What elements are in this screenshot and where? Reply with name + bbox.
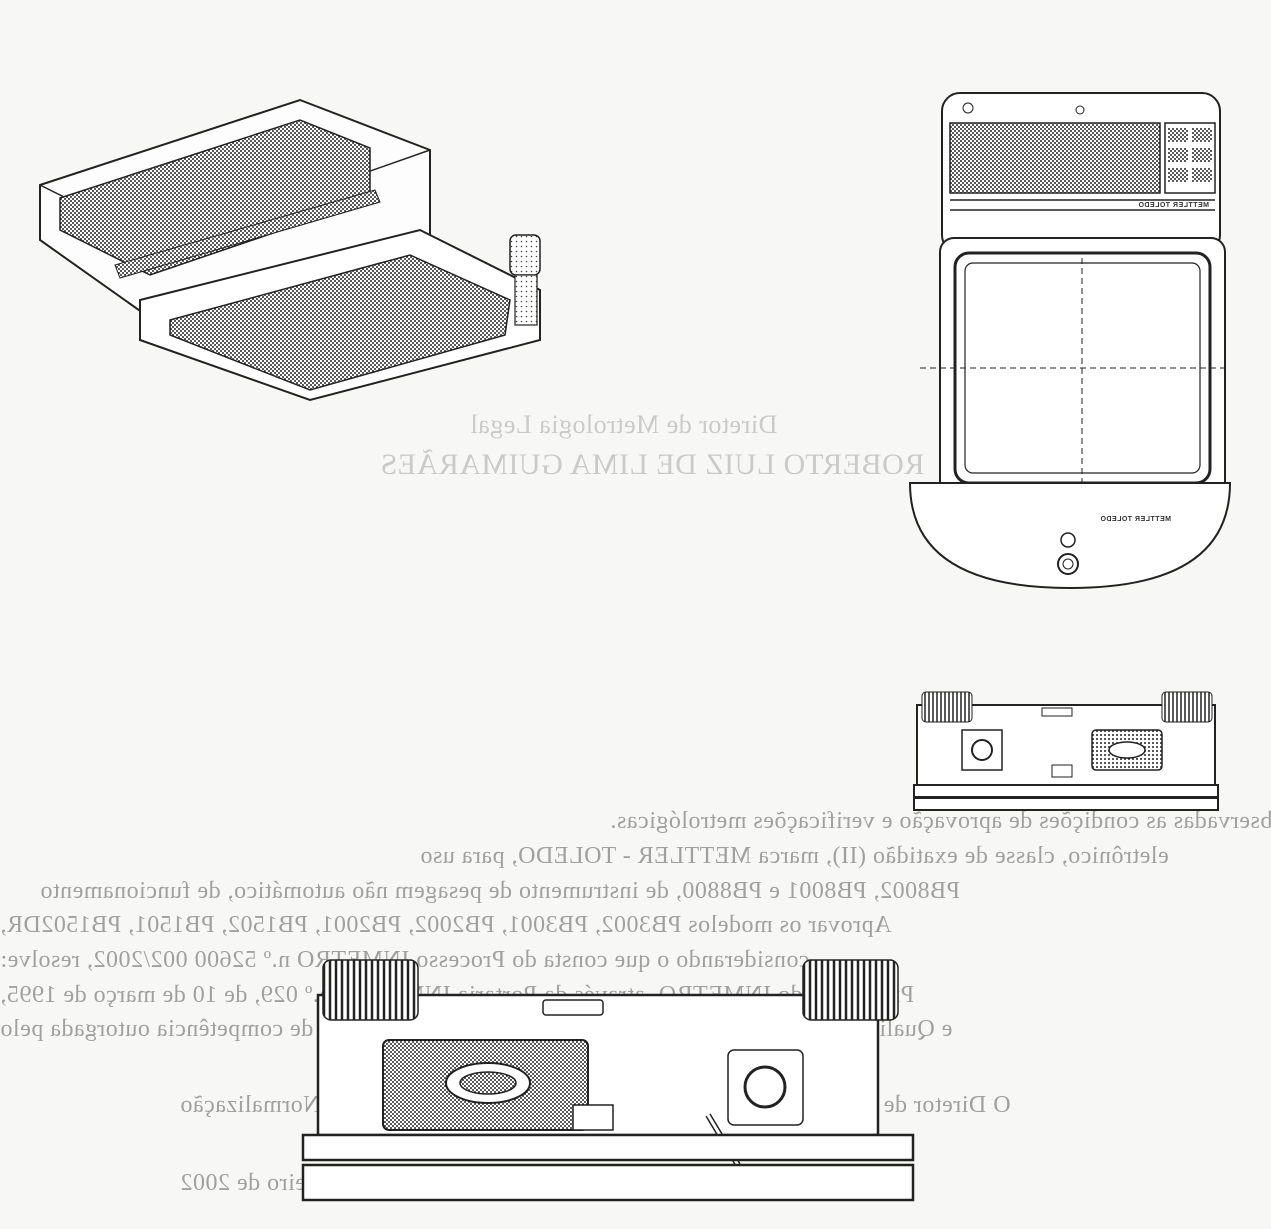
bleed-title-line-2: Diretor de Metrologia Legal: [470, 410, 778, 439]
base-brand-label: METTLER TOLEDO: [1100, 516, 1172, 523]
balance-rear-view-small-drawing: [912, 690, 1222, 815]
bleed-paragraph-line-7: eletrônico, classe de exatidão (II), mar…: [420, 843, 1169, 869]
bleed-paragraph-line-6: PB8002, PB8001 e PB8800, de instrumento …: [40, 878, 961, 904]
top-view-brand-label: METTLER TOLEDO: [1138, 202, 1210, 209]
bleed-paragraph-line-5: Aprovar os modelos PB3002, PB3001, PB200…: [0, 912, 892, 938]
balance-top-view-svg: [908, 92, 1232, 590]
bleed-title-line-1: ROBERTO LUIZ DE LIMA GUIMARÃES: [380, 448, 925, 481]
balance-rear-view-large-drawing: [298, 955, 918, 1205]
rear-view-small-svg: [913, 691, 1219, 811]
rear-view-large-svg: [301, 959, 915, 1202]
balance-isometric-drawing: [20, 90, 560, 410]
balance-isometric-svg: [39, 98, 541, 402]
balance-top-view-drawing: METTLER TOLEDO METTLER TOLEDO: [900, 88, 1240, 608]
